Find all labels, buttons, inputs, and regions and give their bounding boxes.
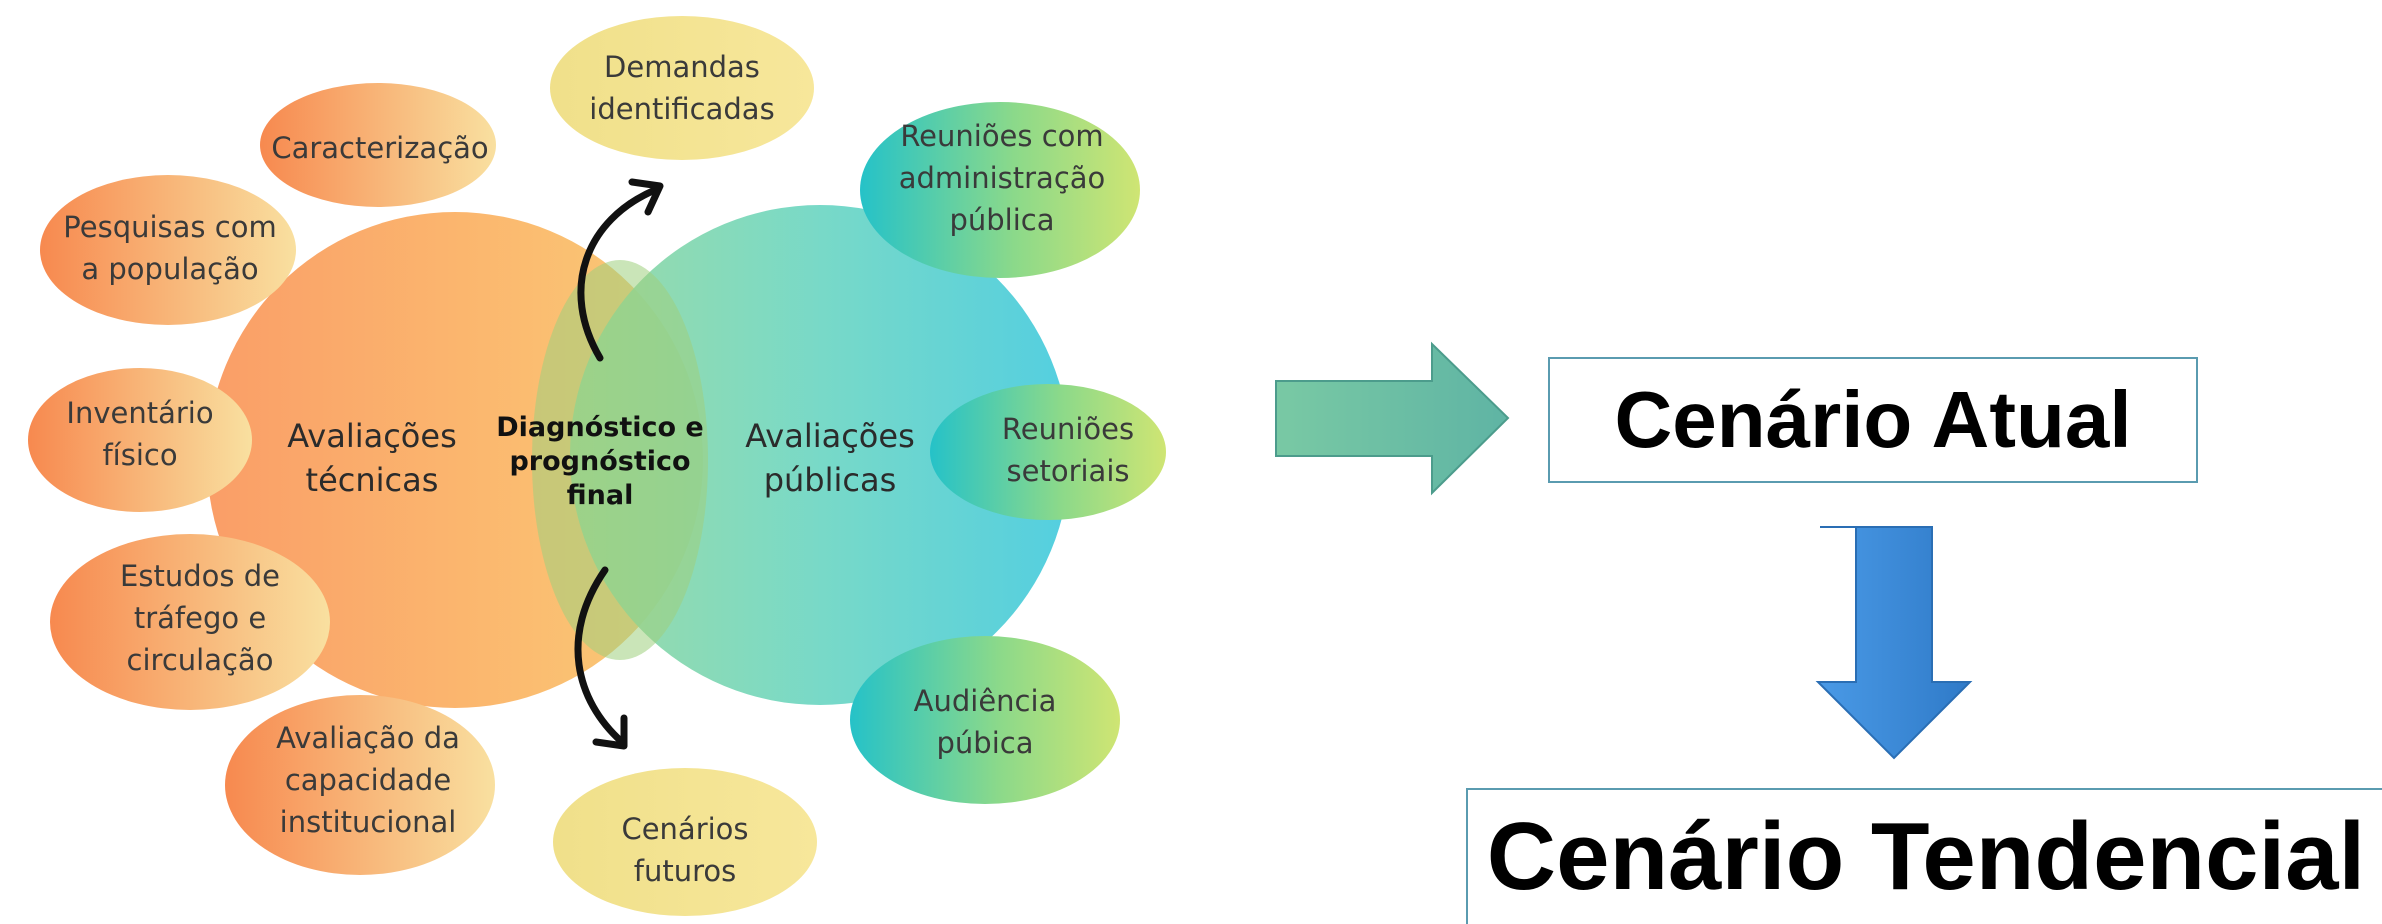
blob-audiencia bbox=[850, 636, 1120, 804]
bottom-blob-label: Cenários futuros bbox=[621, 812, 749, 888]
left-label-technical: Avaliações técnicas bbox=[287, 417, 457, 499]
blob-cenarios bbox=[553, 768, 817, 916]
blob-reunioes-adm bbox=[860, 102, 1140, 278]
right-blob-label-3: Audiência púbica bbox=[913, 684, 1057, 760]
blob-reunioes-setoriais bbox=[930, 384, 1166, 520]
left-blob-label-2: Pesquisas com a população bbox=[63, 210, 277, 286]
left-blob-label-3: Inventário físico bbox=[66, 396, 214, 472]
scenario-current-box: Cenário Atual bbox=[1548, 357, 2198, 483]
arrow-right-block bbox=[1275, 341, 1510, 496]
blob-demandas bbox=[550, 16, 814, 160]
arrow-up-curve bbox=[577, 186, 659, 362]
public-circle bbox=[570, 205, 1070, 705]
right-blob-label-1: Reuniões com administração pública bbox=[898, 119, 1106, 237]
right-label-public: Avaliações públicas bbox=[745, 417, 915, 499]
arrow-up-head bbox=[628, 178, 664, 216]
left-blob-label-4: Estudos de tráfego e circulação bbox=[120, 559, 280, 677]
blob-avaliacao bbox=[225, 695, 495, 875]
top-blob-label: Demandas identificadas bbox=[589, 50, 775, 126]
center-label-diagnostic: Diagnóstico e prognóstico final bbox=[496, 412, 704, 511]
blob-inventario bbox=[28, 368, 252, 512]
left-blob-label-5: Avaliação da capacidade institucional bbox=[276, 721, 460, 839]
blob-estudos bbox=[50, 534, 330, 710]
blob-pesquisas bbox=[40, 175, 296, 325]
overlap-region bbox=[532, 260, 708, 660]
arrow-down-block bbox=[1815, 526, 1973, 760]
left-blob-label-1: Caracterização bbox=[271, 131, 489, 165]
right-blob-label-2: Reuniões setoriais bbox=[1001, 412, 1135, 488]
arrow-down-curve bbox=[574, 566, 626, 746]
arrow-down-head bbox=[592, 714, 628, 750]
blob-caracterizacao bbox=[260, 83, 496, 207]
scenario-trend-box: Cenário Tendencial bbox=[1466, 788, 2382, 924]
